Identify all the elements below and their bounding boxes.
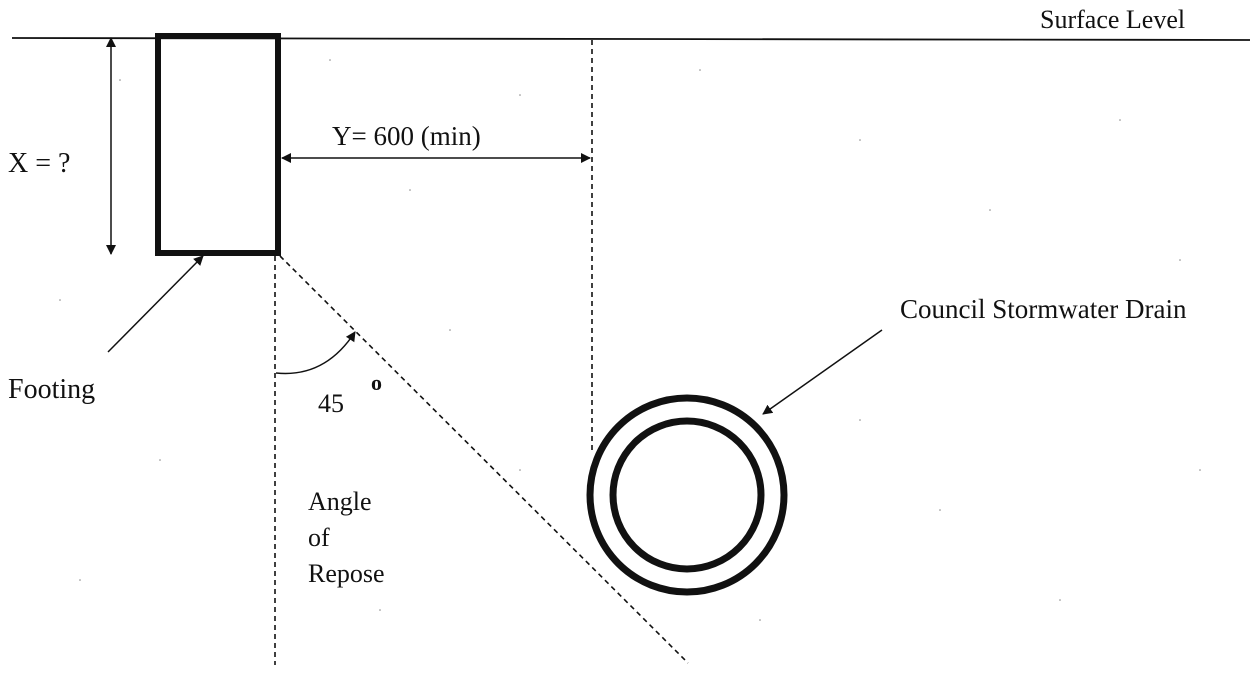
angle-arc <box>275 331 356 375</box>
drain-outer-ring <box>586 394 788 596</box>
surface-level-label: Surface Level <box>1040 5 1185 34</box>
footing-label: Footing <box>8 374 95 405</box>
stormwater-drain-pipe <box>586 394 788 596</box>
footing-leader-arrow <box>107 255 204 353</box>
drain-inner-ring <box>609 417 765 573</box>
stormwater-drain-label: Council Stormwater Drain <box>900 294 1187 324</box>
angle-value-label: 45 <box>318 389 344 418</box>
x-dimension-label: X = ? <box>8 148 70 179</box>
angle-of-repose-line <box>279 255 689 664</box>
footing-block <box>155 33 281 256</box>
background-speckles <box>59 59 1201 621</box>
y-dimension-label: Y= 600 (min) <box>332 121 481 151</box>
drain-leader-arrow <box>762 329 883 415</box>
degree-symbol: o <box>371 370 382 395</box>
angle-of-repose-label-line1: Angle <box>308 487 372 516</box>
angle-of-repose-label-line2: of <box>308 523 330 552</box>
angle-of-repose-label-line3: Repose <box>308 559 385 588</box>
